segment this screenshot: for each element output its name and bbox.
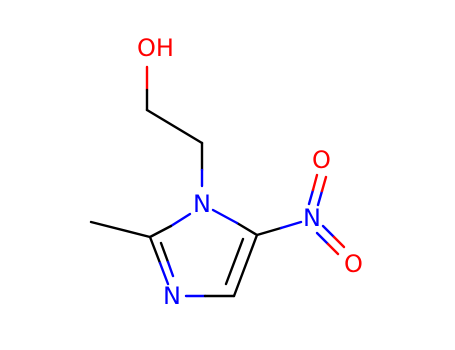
nitro-o-top-label: O — [312, 146, 331, 174]
bond-nitro-o-bottom-inner — [326, 242, 340, 256]
hydroxyl-label: OH — [137, 34, 174, 62]
bond-nitro-o-top-inner — [320, 175, 328, 193]
bond-c4-c5-outer — [232, 233, 259, 298]
bond-n1-c2 — [148, 224, 173, 239]
bond-c4-c5-inner — [224, 237, 245, 286]
bond-c5-n1 — [235, 221, 259, 237]
bond-methyl-c2 — [89, 220, 152, 239]
ring-n1-label: N — [193, 190, 211, 218]
ring-n3-label: N — [163, 282, 181, 310]
bond-c2-n3-inner-blue — [166, 260, 175, 278]
bond-c5-nitro-n — [255, 226, 283, 237]
bond-nitro-o-bottom-inner-blue — [315, 231, 330, 246]
bond-nitro-o-top-inner-blue — [316, 189, 324, 207]
bond-nitro-o-top-outer — [311, 173, 319, 192]
bond-c2-n3-inner — [159, 241, 170, 264]
bond-ethyl-c-c — [145, 108, 204, 145]
bond-c2-n3-outer-blue — [158, 261, 170, 286]
bond-n1-c2-blue — [169, 212, 192, 228]
bond-nitro-o-bottom-outer-blue — [321, 224, 336, 239]
bond-nitro-o-top-outer-blue — [307, 188, 315, 206]
bond-c5-n1-blue — [211, 208, 239, 225]
bond-c2-n3-outer — [148, 235, 162, 265]
bond-nitro-o-bottom-outer — [332, 235, 346, 249]
bond-c5-nitro-n-blue — [279, 220, 303, 230]
nitro-n-label: N — [303, 204, 321, 232]
nitro-o-bottom-label: O — [344, 250, 363, 278]
